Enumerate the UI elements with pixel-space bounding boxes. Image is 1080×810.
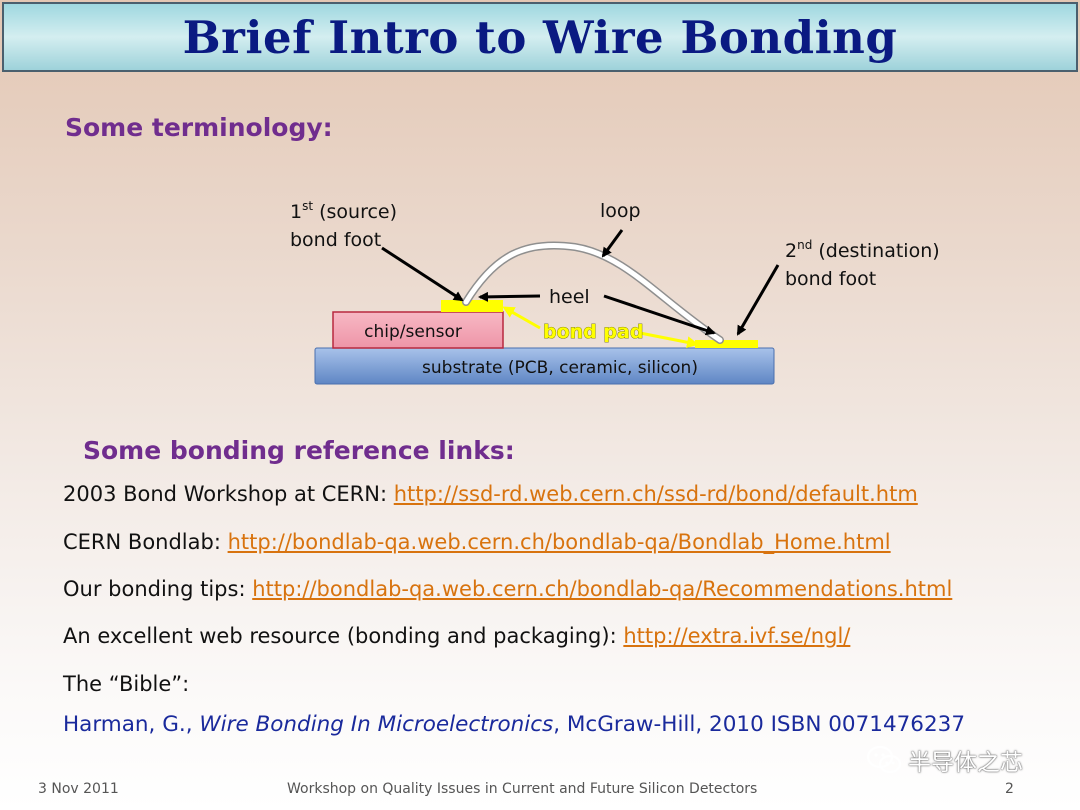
first-foot-label: 1st (source) xyxy=(290,199,397,223)
reference-link-bond-workshop[interactable]: http://ssd-rd.web.cern.ch/ssd-rd/bond/de… xyxy=(393,482,918,506)
heel-label: heel xyxy=(549,286,590,308)
references-heading: Some bonding reference links: xyxy=(83,436,515,465)
reference-link-row: 2003 Bond Workshop at CERN: http://ssd-r… xyxy=(63,482,918,506)
heel-arrow-left xyxy=(478,291,541,302)
footer-date: 3 Nov 2011 xyxy=(38,781,119,797)
loop-arrow xyxy=(601,229,624,258)
reference-link-bondlab-home[interactable]: http://bondlab-qa.web.cern.ch/bondlab-qa… xyxy=(227,530,891,554)
title-bar: Brief Intro to Wire Bonding xyxy=(2,2,1078,72)
footer-page-number: 2 xyxy=(1005,781,1014,797)
bible-reference: Harman, G., Wire Bonding In Microelectro… xyxy=(63,712,965,737)
watermark-text: 半导体之芯 xyxy=(908,750,1023,776)
slide-title: Brief Intro to Wire Bonding xyxy=(182,10,898,64)
wire-loop-core xyxy=(463,242,723,343)
reference-label: CERN Bondlab: xyxy=(63,530,228,554)
heel-arrow-right xyxy=(603,294,716,336)
loop-label: loop xyxy=(600,200,641,222)
second-foot-label-line2: bond foot xyxy=(785,268,876,290)
reference-label: Our bonding tips: xyxy=(63,577,253,601)
reference-label: An excellent web resource (bonding and p… xyxy=(63,624,624,648)
reference-link-row: An excellent web resource (bonding and p… xyxy=(63,624,850,648)
reference-link-row: CERN Bondlab: http://bondlab-qa.web.cern… xyxy=(63,530,891,554)
first-foot-arrow xyxy=(381,246,464,302)
bond-pad-label: bond pad xyxy=(543,321,643,343)
chip-bond-pad xyxy=(441,300,503,312)
wechat-icon xyxy=(866,745,902,774)
reference-link-recommendations[interactable]: http://bondlab-qa.web.cern.ch/bondlab-qa… xyxy=(252,577,953,601)
bible-publisher: , McGraw-Hill, 2010 ISBN 0071476237 xyxy=(553,712,966,737)
reference-link-row: Our bonding tips: http://bondlab-qa.web.… xyxy=(63,577,952,601)
footer-event: Workshop on Quality Issues in Current an… xyxy=(287,781,758,797)
first-foot-label-line2: bond foot xyxy=(290,229,381,251)
bond-pad-arrow-left xyxy=(502,306,541,330)
bible-author: Harman, G., xyxy=(63,712,200,737)
reference-label: 2003 Bond Workshop at CERN: xyxy=(63,482,394,506)
substrate-label: substrate (PCB, ceramic, silicon) xyxy=(422,358,698,378)
second-foot-arrow xyxy=(736,264,780,336)
bond-pad-arrow-right xyxy=(639,331,699,349)
reference-link-ngl[interactable]: http://extra.ivf.se/ngl/ xyxy=(623,624,851,648)
bible-title: Wire Bonding In Microelectronics xyxy=(199,712,554,737)
chip-label: chip/sensor xyxy=(364,322,462,342)
substrate-block xyxy=(314,347,775,385)
wire-bond-diagram: substrate (PCB, ceramic, silicon) chip/s… xyxy=(290,199,940,385)
second-foot-label: 2nd (destination) xyxy=(785,238,940,262)
bible-label: The “Bible”: xyxy=(63,672,190,696)
watermark: 半导体之芯 xyxy=(866,743,1023,777)
substrate-bond-pad xyxy=(695,340,758,348)
terminology-heading: Some terminology: xyxy=(65,113,333,142)
chip-block xyxy=(332,311,504,349)
